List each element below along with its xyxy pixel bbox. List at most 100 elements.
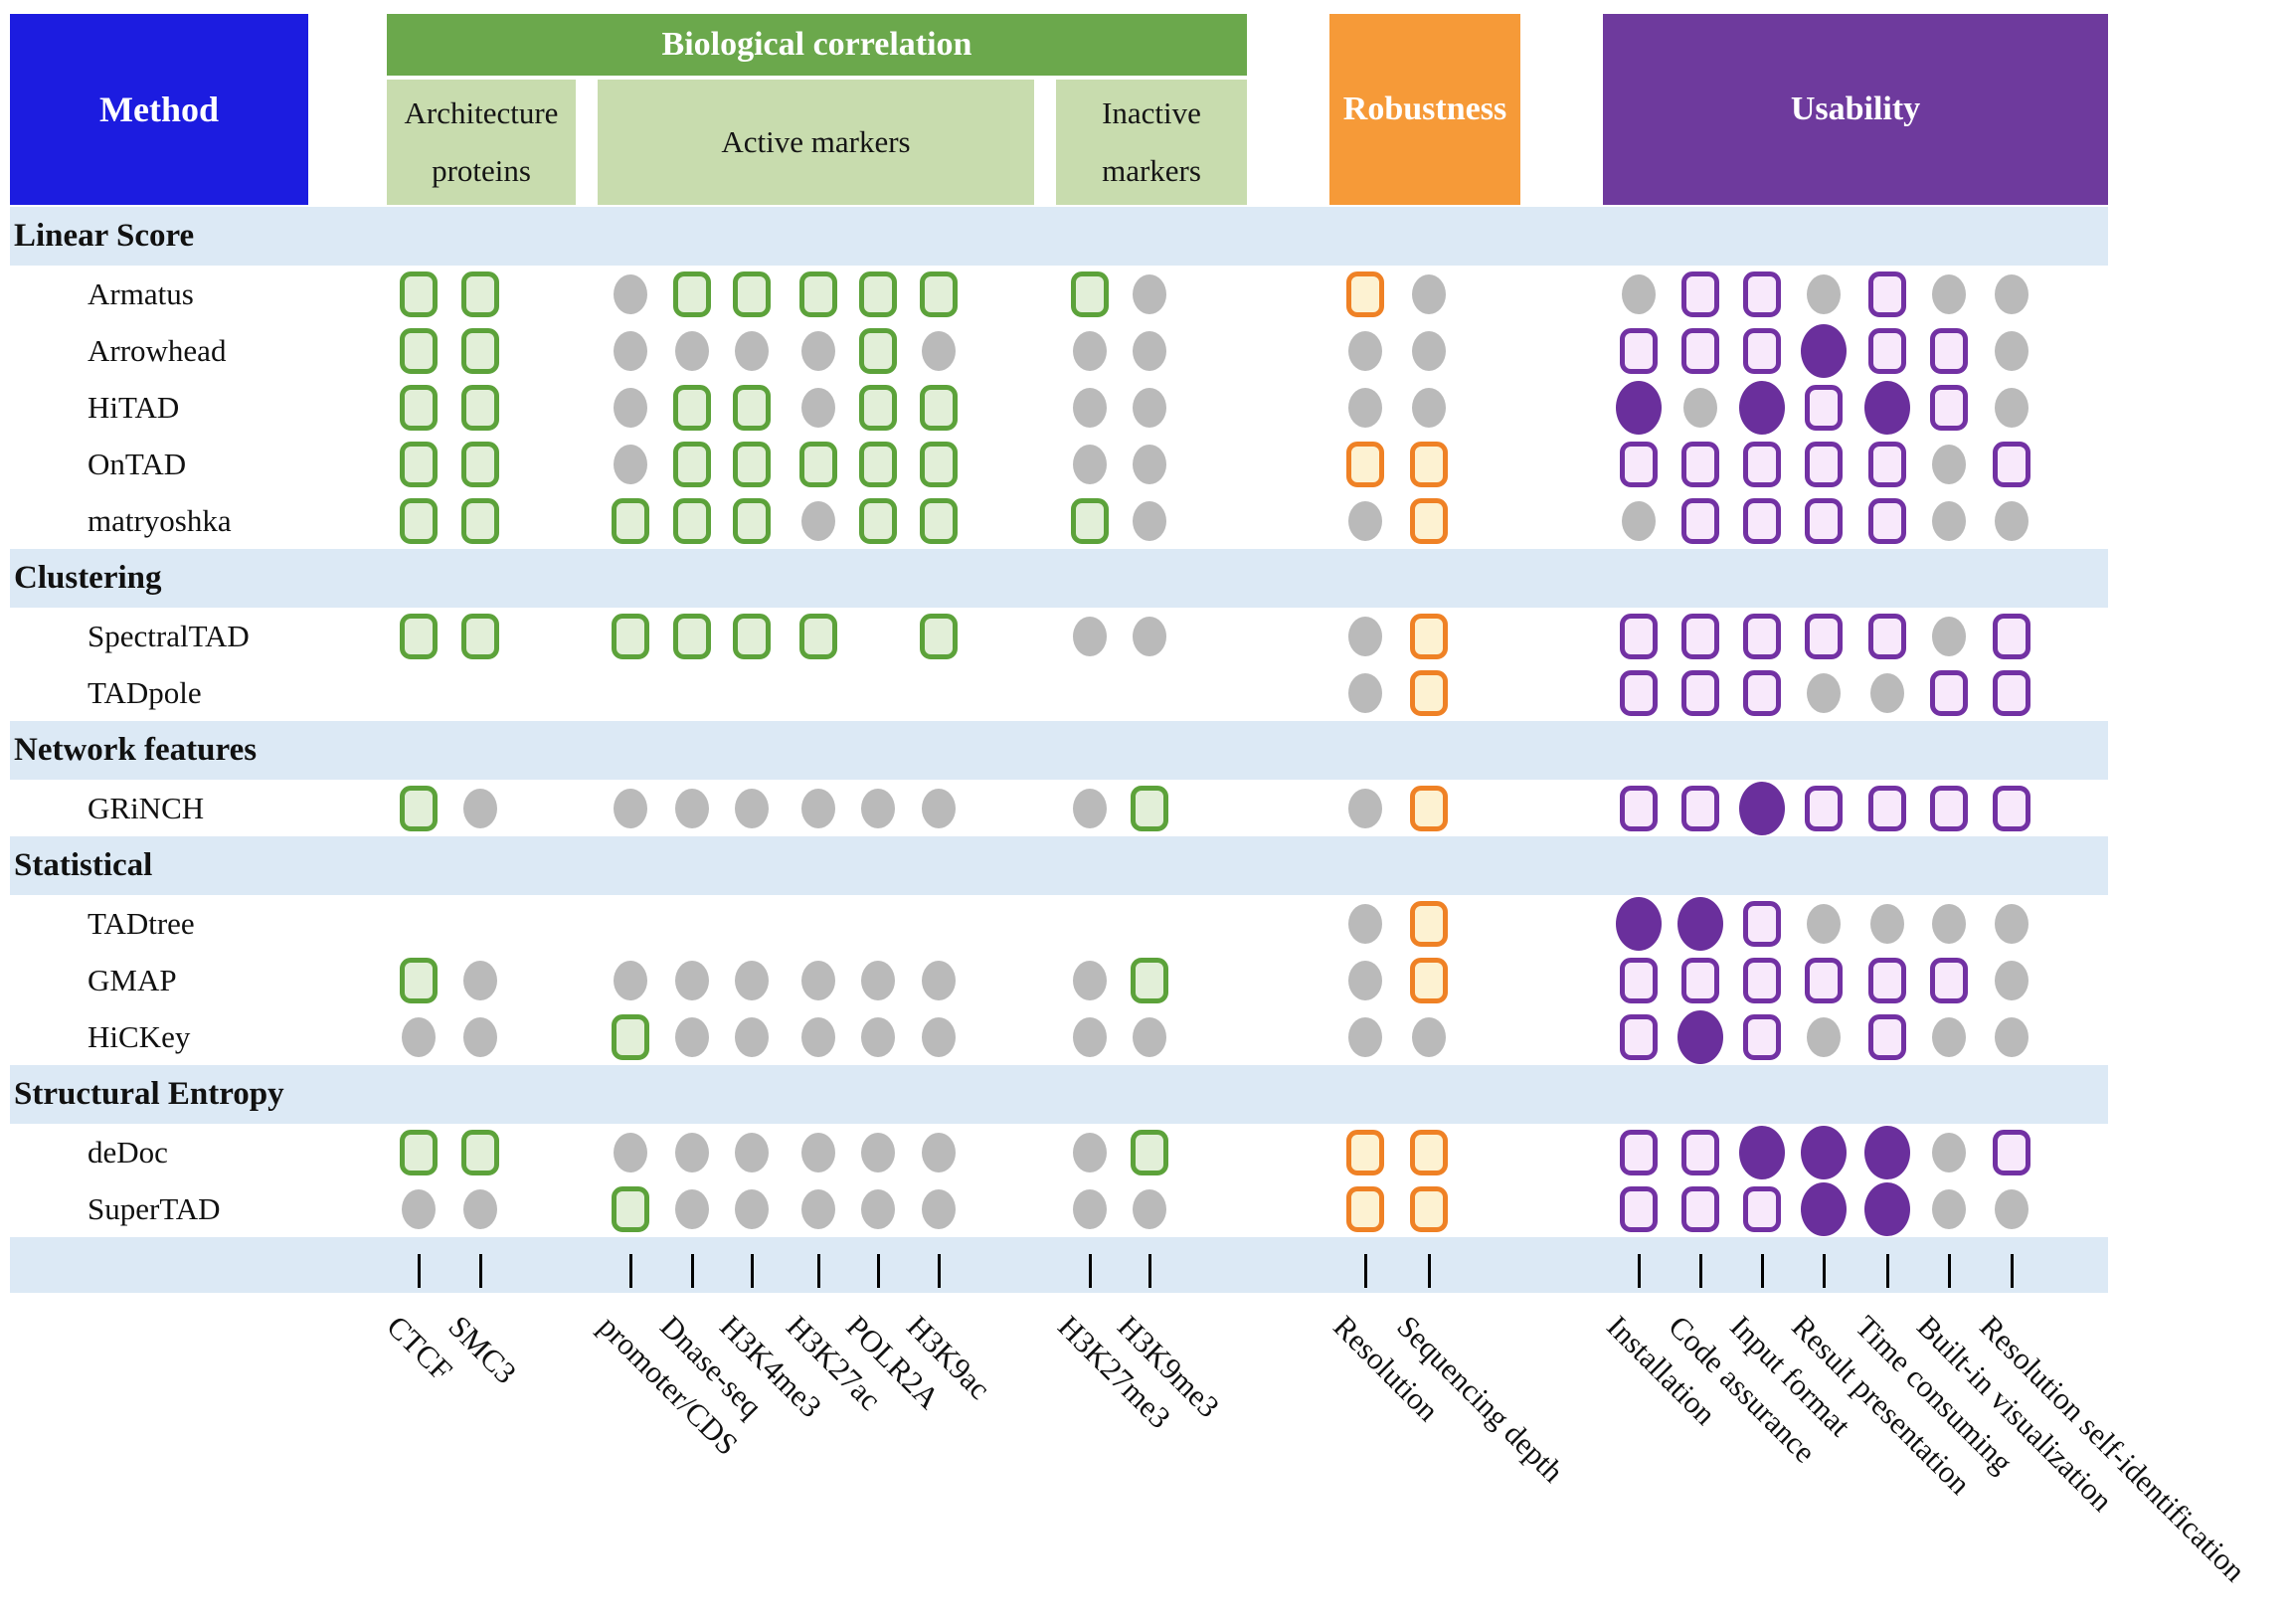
matrix-cell-p [1868,441,1906,487]
matrix-cell-p [1743,1013,1781,1060]
matrix-cell-p [1930,384,1968,431]
matrix-cell-p [1868,1013,1906,1060]
category-label: Structural Entropy [14,1076,284,1112]
method-label: Arrowhead [88,332,227,368]
matrix-cell-x [1348,672,1382,713]
matrix-cell-P [1739,1125,1785,1179]
matrix-cell-p [1805,384,1843,431]
matrix-cell-p [1805,441,1843,487]
matrix-cell-p [1620,613,1658,659]
matrix-cell-x [1348,903,1382,944]
matrix-cell-g [461,384,499,431]
matrix-cell-g [799,271,837,317]
matrix-cell-p [1993,613,2030,659]
matrix-cell-x [1133,500,1166,541]
axis-tick [877,1254,880,1288]
axis-tick [1699,1254,1702,1288]
matrix-cell-x [1995,1188,2028,1229]
axis-tick [938,1254,941,1288]
matrix-cell-x [1133,1016,1166,1057]
matrix-cell-x [1932,616,1966,656]
axis-tick-band [10,1237,2108,1293]
matrix-cell-p [1805,785,1843,831]
active-markers-header: Active markers [598,80,1034,205]
axis-tick [691,1254,694,1288]
matrix-cell-x [735,330,769,371]
matrix-cell-o [1410,785,1448,831]
matrix-cell-p [1993,1129,2030,1175]
matrix-cell-x [463,1188,497,1229]
matrix-cell-x [1932,500,1966,541]
matrix-cell-x [1932,444,1966,484]
matrix-cell-x [1133,1188,1166,1229]
matrix-cell-p [1681,669,1719,716]
inactive-markers-header: Inactive markers [1056,80,1247,205]
category-label: Network features [14,732,258,768]
matrix-cell-p [1743,900,1781,947]
matrix-cell-p [1805,957,1843,1003]
matrix-cell-p [1930,669,1968,716]
matrix-cell-g [1131,1129,1168,1175]
matrix-cell-x [675,1188,709,1229]
matrix-cell-x [1073,788,1107,828]
matrix-cell-g [1071,497,1109,544]
method-label: deDoc [88,1134,168,1170]
matrix-cell-x [861,788,895,828]
matrix-cell-p [1743,497,1781,544]
matrix-cell-g [461,1129,499,1175]
axis-tick [1823,1254,1826,1288]
matrix-cell-p [1868,785,1906,831]
matrix-cell-x [1932,1016,1966,1057]
matrix-cell-x [1073,387,1107,428]
matrix-cell-P [1801,1125,1847,1179]
matrix-cell-p [1620,1013,1658,1060]
matrix-cell-P [1739,380,1785,435]
method-label: HiCKey [88,1018,191,1054]
matrix-cell-x [922,1188,956,1229]
matrix-cell-x [801,1132,835,1173]
matrix-cell-x [922,1016,956,1057]
matrix-cell-p [1930,957,1968,1003]
category-band: Statistical [10,836,2108,895]
matrix-cell-o [1346,271,1384,317]
matrix-cell-x [614,387,647,428]
matrix-cell-p [1620,785,1658,831]
matrix-cell-x [463,788,497,828]
method-header: Method [10,14,308,205]
matrix-cell-x [1073,1016,1107,1057]
matrix-cell-g [400,271,438,317]
matrix-cell-x [402,1016,436,1057]
method-label: GMAP [88,962,177,997]
axis-tick [479,1254,482,1288]
matrix-cell-g [859,497,897,544]
matrix-cell-p [1868,957,1906,1003]
matrix-cell-g [733,271,771,317]
matrix-cell-g [461,497,499,544]
axis-tick [1886,1254,1889,1288]
matrix-cell-g [733,613,771,659]
matrix-cell-x [1133,387,1166,428]
matrix-cell-x [1622,273,1656,314]
matrix-cell-p [1930,327,1968,374]
axis-tick [1948,1254,1951,1288]
method-label: SuperTAD [88,1190,221,1226]
matrix-cell-g [612,1013,649,1060]
matrix-cell-g [673,497,711,544]
matrix-cell-p [1620,327,1658,374]
category-band: Network features [10,721,2108,780]
matrix-cell-g [673,441,711,487]
matrix-cell-g [920,497,958,544]
matrix-cell-x [1073,616,1107,656]
matrix-cell-g [733,441,771,487]
matrix-cell-o [1346,441,1384,487]
axis-tick [2011,1254,2014,1288]
matrix-cell-p [1681,441,1719,487]
matrix-cell-x [1995,960,2028,1000]
matrix-cell-x [1412,273,1446,314]
matrix-cell-x [801,960,835,1000]
matrix-cell-o [1410,1129,1448,1175]
matrix-cell-x [675,1132,709,1173]
matrix-cell-p [1743,957,1781,1003]
matrix-cell-x [1932,273,1966,314]
matrix-cell-P [1864,1181,1910,1236]
